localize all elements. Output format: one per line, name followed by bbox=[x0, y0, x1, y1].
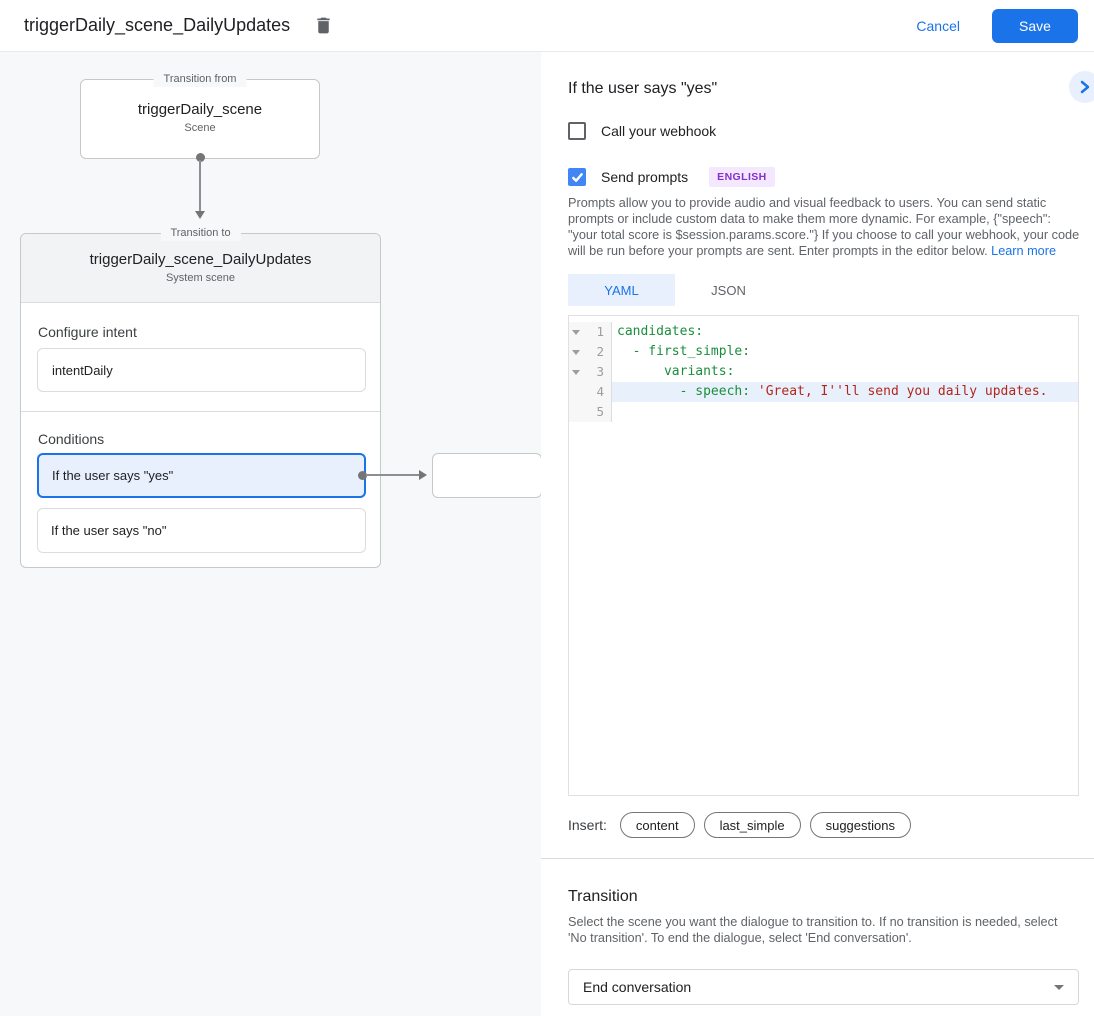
transition-from-node[interactable]: Transition from triggerDaily_scene Scene bbox=[80, 72, 320, 159]
yaml-key: - first_simple: bbox=[617, 344, 751, 359]
yaml-key: candidates: bbox=[617, 324, 704, 339]
line-number: 1 bbox=[596, 324, 604, 339]
configure-intent-heading: Configure intent bbox=[38, 324, 137, 340]
flow-canvas: Transition from triggerDaily_scene Scene… bbox=[0, 52, 542, 1016]
topbar-actions: Cancel Save bbox=[906, 8, 1078, 43]
card-divider bbox=[21, 411, 380, 412]
code-line: 2 - first_simple: bbox=[569, 342, 1078, 362]
yaml-key: variants: bbox=[617, 364, 735, 379]
prompts-description: Prompts allow you to provide audio and v… bbox=[568, 195, 1080, 259]
conditions-heading: Conditions bbox=[38, 431, 105, 447]
connector-dot bbox=[196, 153, 205, 162]
connector-line-horizontal bbox=[366, 474, 419, 476]
transition-to-node: Transition to triggerDaily_scene_DailyUp… bbox=[20, 226, 381, 568]
line-number: 5 bbox=[596, 404, 604, 419]
code-lines: 1 candidates: 2 - first_simple: 3 varian… bbox=[569, 316, 1078, 422]
webhook-checkbox[interactable] bbox=[568, 122, 586, 140]
trash-icon bbox=[317, 17, 330, 34]
code-line: 3 variants: bbox=[569, 362, 1078, 382]
condition-detail-panel: If the user says "yes" Call your webhook… bbox=[541, 52, 1094, 1016]
condition-connector-dot bbox=[358, 471, 367, 480]
prompts-description-text: Prompts allow you to provide audio and v… bbox=[568, 196, 1080, 258]
intent-field[interactable]: intentDaily bbox=[37, 348, 366, 392]
section-divider bbox=[541, 858, 1094, 859]
insert-toolbar: Insert: content last_simple suggestions bbox=[568, 812, 911, 838]
send-prompts-row: Send prompts ENGLISH bbox=[568, 167, 775, 187]
to-scene-name: triggerDaily_scene_DailyUpdates bbox=[89, 251, 312, 268]
condition-target-node[interactable] bbox=[432, 453, 542, 498]
from-scene-type: Scene bbox=[184, 122, 216, 134]
transition-to-label: Transition to bbox=[160, 226, 241, 241]
yaml-key: - speech: bbox=[617, 384, 758, 399]
code-line: 5 bbox=[569, 402, 1078, 422]
tab-json[interactable]: JSON bbox=[711, 282, 746, 298]
arrowhead-right-icon bbox=[419, 470, 427, 480]
tab-yaml[interactable]: YAML bbox=[568, 274, 675, 306]
condition-item-yes[interactable]: If the user says "yes" bbox=[37, 453, 366, 498]
checkmark-icon bbox=[571, 172, 583, 182]
editor-format-tabs: YAML JSON bbox=[568, 274, 782, 306]
condition-panel-title: If the user says "yes" bbox=[568, 80, 718, 97]
delete-scene-button[interactable] bbox=[306, 9, 340, 43]
learn-more-link[interactable]: Learn more bbox=[991, 244, 1057, 258]
fold-arrow-icon[interactable] bbox=[572, 330, 580, 335]
code-line: 1 candidates: bbox=[569, 322, 1078, 342]
chevron-right-icon bbox=[1080, 80, 1090, 94]
save-button[interactable]: Save bbox=[992, 8, 1078, 43]
fold-arrow-icon[interactable] bbox=[572, 350, 580, 355]
transition-from-label: Transition from bbox=[153, 72, 247, 87]
code-line-active: 4 - speech: 'Great, I''ll send you daily… bbox=[569, 382, 1078, 402]
scene-card-header[interactable]: triggerDaily_scene_DailyUpdates System s… bbox=[21, 234, 380, 303]
to-scene-type: System scene bbox=[165, 272, 236, 284]
yaml-string: 'Great, I''ll send you daily updates. bbox=[757, 384, 1048, 399]
arrowhead-down-icon bbox=[195, 211, 205, 219]
insert-suggestions-chip[interactable]: suggestions bbox=[809, 812, 911, 838]
transition-dropdown[interactable]: End conversation bbox=[568, 969, 1079, 1005]
insert-content-chip[interactable]: content bbox=[619, 812, 695, 838]
connector-line-vertical bbox=[199, 160, 201, 211]
send-prompts-label: Send prompts bbox=[601, 169, 689, 185]
transition-heading: Transition bbox=[568, 888, 638, 905]
line-number: 2 bbox=[596, 344, 604, 359]
insert-label: Insert: bbox=[568, 817, 607, 833]
webhook-row: Call your webhook bbox=[568, 122, 716, 140]
fold-arrow-icon[interactable] bbox=[572, 370, 580, 375]
send-prompts-checkbox[interactable] bbox=[568, 168, 586, 186]
cancel-button[interactable]: Cancel bbox=[906, 12, 970, 40]
line-number: 4 bbox=[596, 384, 604, 399]
transition-description: Select the scene you want the dialogue t… bbox=[568, 915, 1058, 945]
language-badge: ENGLISH bbox=[709, 167, 775, 187]
line-number: 3 bbox=[596, 364, 604, 379]
yaml-code-editor[interactable]: 1 candidates: 2 - first_simple: 3 varian… bbox=[568, 315, 1079, 796]
condition-item-no[interactable]: If the user says "no" bbox=[37, 508, 366, 553]
from-scene-name: triggerDaily_scene bbox=[137, 101, 263, 118]
insert-last-simple-chip[interactable]: last_simple bbox=[703, 812, 801, 838]
collapse-panel-button[interactable] bbox=[1069, 71, 1094, 103]
dropdown-caret-icon bbox=[1054, 984, 1064, 990]
transition-dropdown-value: End conversation bbox=[583, 979, 692, 995]
webhook-label: Call your webhook bbox=[601, 123, 717, 139]
top-bar: triggerDaily_scene_DailyUpdates Cancel S… bbox=[0, 0, 1094, 52]
page-title: triggerDaily_scene_DailyUpdates bbox=[24, 15, 291, 35]
